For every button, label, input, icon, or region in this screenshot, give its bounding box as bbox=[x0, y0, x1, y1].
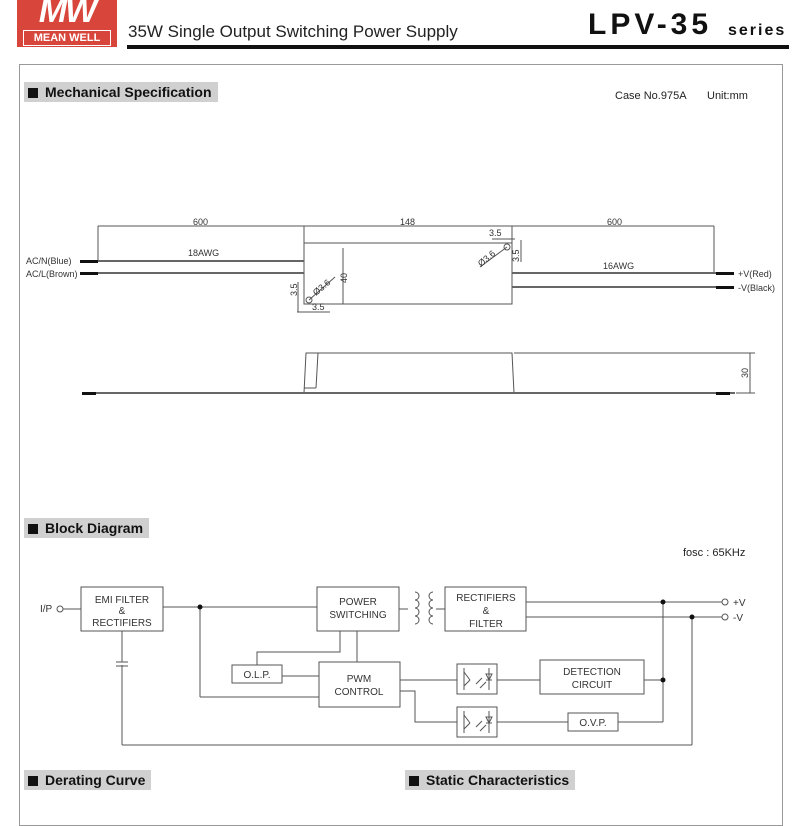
hole-offset-label: 3.5 bbox=[289, 283, 299, 296]
emi-label-2: & bbox=[119, 606, 126, 617]
junction-dot-icon bbox=[660, 599, 666, 605]
input-terminal-icon bbox=[56, 605, 64, 613]
unit-label: Unit:mm bbox=[707, 90, 748, 102]
mechanical-drawing: 600 148 600 18AWG 16AWG AC/N(Blue) AC/L(… bbox=[26, 217, 775, 395]
output-terminal-pos-icon bbox=[721, 598, 729, 606]
rectifiers-label-1: RECTIFIERS bbox=[456, 593, 516, 604]
dim-left-wire: 600 bbox=[193, 217, 208, 227]
wire-end-icon bbox=[716, 272, 734, 275]
mean-well-logo: MW MEAN WELL bbox=[17, 0, 117, 47]
section-heading-derating-curve: Derating Curve bbox=[24, 770, 152, 790]
input-terminal-label: I/P bbox=[40, 604, 53, 615]
bullet-square-icon bbox=[28, 88, 38, 98]
series-label: series bbox=[728, 22, 787, 39]
logo-text: MEAN WELL bbox=[23, 30, 111, 46]
dim-body-length: 148 bbox=[400, 217, 415, 227]
transformer-secondary-icon bbox=[428, 591, 434, 625]
output-awg: 16AWG bbox=[603, 261, 634, 271]
output-neg-terminal-label: -V bbox=[733, 613, 743, 624]
oscillator-frequency: fosc : 65KHz bbox=[683, 547, 746, 559]
output-terminal-neg-icon bbox=[721, 613, 729, 621]
rectifiers-label-2: & bbox=[483, 606, 490, 617]
section-title: Mechanical Specification bbox=[45, 84, 212, 100]
logo-mark: MW bbox=[38, 0, 97, 30]
input-l-label: AC/L(Brown) bbox=[26, 269, 78, 279]
optocoupler-icon bbox=[456, 663, 498, 695]
emi-label-3: RECTIFIERS bbox=[92, 618, 152, 629]
hole-offset-label: 3.5 bbox=[511, 249, 521, 262]
bullet-square-icon bbox=[409, 776, 419, 786]
power-switching-label-1: POWER bbox=[339, 597, 377, 608]
mounting-hole-icon bbox=[305, 296, 313, 304]
header-rule bbox=[127, 45, 789, 49]
bullet-square-icon bbox=[28, 776, 38, 786]
junction-dot-icon bbox=[660, 677, 666, 683]
section-title: Static Characteristics bbox=[426, 772, 570, 788]
section-heading-static-characteristics: Static Characteristics bbox=[405, 770, 576, 790]
bullet-square-icon bbox=[28, 524, 38, 534]
power-switching-label-2: SWITCHING bbox=[329, 610, 386, 621]
section-heading-mechanical: Mechanical Specification bbox=[24, 82, 218, 102]
junction-dot-icon bbox=[197, 604, 203, 610]
output-pos-label: +V(Red) bbox=[738, 269, 772, 279]
input-awg: 18AWG bbox=[188, 248, 219, 258]
wire-end-icon bbox=[80, 260, 98, 263]
wire-end-icon bbox=[80, 272, 98, 275]
dim-height: 30 bbox=[740, 368, 750, 378]
ovp-label: O.V.P. bbox=[579, 718, 606, 729]
hole-offset-label: 3.5 bbox=[489, 228, 502, 238]
rectifiers-label-3: FILTER bbox=[469, 619, 503, 630]
document-subtitle: 35W Single Output Switching Power Supply bbox=[128, 22, 458, 41]
model-name: LPV-35 bbox=[588, 8, 713, 41]
pwm-label-2: CONTROL bbox=[335, 687, 384, 698]
input-n-label: AC/N(Blue) bbox=[26, 256, 72, 266]
wire-end-icon bbox=[716, 392, 730, 395]
case-number: Case No.975A bbox=[615, 90, 687, 102]
transformer-primary-icon bbox=[414, 591, 420, 625]
section-title: Derating Curve bbox=[45, 772, 146, 788]
hole-offset-label: 3.5 bbox=[312, 302, 325, 312]
detection-label-2: CIRCUIT bbox=[572, 680, 613, 691]
section-heading-block-diagram: Block Diagram bbox=[24, 518, 150, 538]
block-diagram: EMI FILTER & RECTIFIERS POWER SWITCHING … bbox=[40, 586, 746, 746]
case-side-view bbox=[303, 352, 515, 394]
output-pos-terminal-label: +V bbox=[733, 598, 746, 609]
block-power-switching bbox=[316, 586, 400, 632]
dim-width: 40 bbox=[339, 273, 349, 283]
block-detection-circuit bbox=[539, 659, 645, 695]
wire-end-icon bbox=[716, 286, 734, 289]
optocoupler-symbol bbox=[463, 668, 493, 733]
junction-dot-icon bbox=[689, 614, 695, 620]
detection-label-1: DETECTION bbox=[563, 667, 621, 678]
optocoupler-icon bbox=[456, 706, 498, 738]
output-neg-label: -V(Black) bbox=[738, 283, 775, 293]
mounting-hole-icon bbox=[503, 243, 511, 251]
olp-label: O.L.P. bbox=[243, 670, 270, 681]
dim-right-wire: 600 bbox=[607, 217, 622, 227]
section-title: Block Diagram bbox=[45, 520, 144, 536]
block-pwm-control bbox=[318, 661, 401, 708]
wire-end-icon bbox=[82, 392, 96, 395]
emi-label-1: EMI FILTER bbox=[95, 595, 149, 606]
pwm-label-1: PWM bbox=[347, 674, 371, 685]
